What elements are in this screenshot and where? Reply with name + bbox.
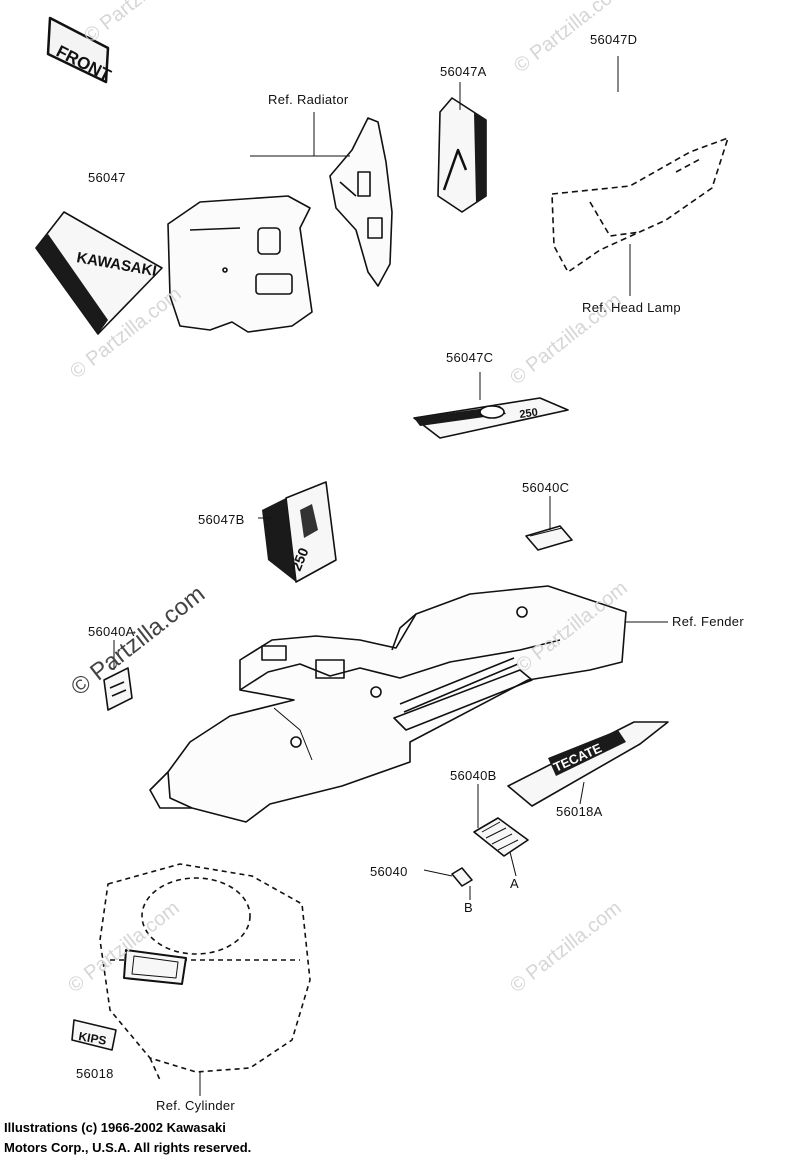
label-56040: 56040 xyxy=(370,864,408,879)
label-ref-fender: Ref. Fender xyxy=(672,614,744,629)
kips-decal-text: KIPS xyxy=(77,1029,107,1048)
label-56047c: 56047C xyxy=(446,350,494,365)
56047c-decal: 250 xyxy=(413,397,569,439)
label-56040b: 56040B xyxy=(450,768,497,783)
56047a-decal xyxy=(437,97,487,213)
label-ref-radiator: Ref. Radiator xyxy=(268,92,349,107)
copyright-line-2: Motors Corp., U.S.A. All rights reserved… xyxy=(4,1140,252,1155)
label-56047a: 56047A xyxy=(440,64,487,79)
56047b-decal: 250 xyxy=(262,481,337,583)
leader-lines xyxy=(113,56,668,1096)
label-56040a: 56040A xyxy=(88,624,135,639)
label-ref-cylinder: Ref. Cylinder xyxy=(156,1098,236,1113)
radiator-shroud xyxy=(167,195,313,333)
label-callout-a: A xyxy=(510,876,519,891)
label-56047: 56047 xyxy=(88,170,126,185)
label-callout-b: B xyxy=(464,900,473,915)
56018a-decal: TECATE xyxy=(507,721,669,807)
copyright-line-1: Illustrations (c) 1966-2002 Kawasaki xyxy=(4,1120,226,1135)
56040c-decal xyxy=(525,525,573,551)
label-ref-head-lamp: Ref. Head Lamp xyxy=(582,300,681,315)
56040a-decal xyxy=(103,667,133,711)
56047c-decal-text: 250 xyxy=(519,407,539,421)
copyright-footer: Illustrations (c) 1966-2002 Kawasaki Mot… xyxy=(4,1118,251,1158)
56040b-decal xyxy=(473,817,529,857)
kips-decal: KIPS xyxy=(71,1019,117,1051)
label-56040c: 56040C xyxy=(522,480,570,495)
cylinder-decal xyxy=(123,949,187,985)
fender-assembly xyxy=(149,585,627,823)
label-56018a: 56018A xyxy=(556,804,603,819)
56040-decal xyxy=(451,867,473,887)
label-56018: 56018 xyxy=(76,1066,114,1081)
label-56047b: 56047B xyxy=(198,512,245,527)
label-56047d: 56047D xyxy=(590,32,638,47)
radiator-side-cover xyxy=(329,117,393,287)
head-lamp-cover xyxy=(551,137,729,273)
